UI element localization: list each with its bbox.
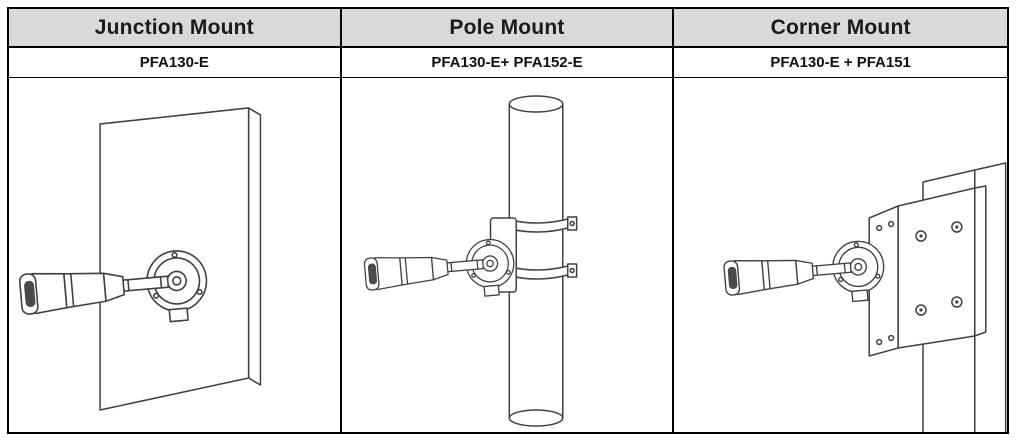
pole bbox=[508, 95, 564, 427]
column-header-pole: Pole Mount bbox=[341, 9, 673, 48]
mount-column-corner: Corner Mount PFA130-E + PFA151 bbox=[674, 9, 1007, 432]
mount-column-pole: Pole Mount PFA130-E+ PFA152-E bbox=[341, 9, 675, 432]
corner-bracket bbox=[868, 185, 987, 357]
product-code-junction: PFA130-E bbox=[9, 48, 340, 78]
bullet-camera-with-junction-box bbox=[362, 236, 517, 308]
product-code-corner: PFA130-E + PFA151 bbox=[674, 48, 1007, 78]
bullet-camera-with-junction-box bbox=[722, 238, 888, 314]
column-header-corner: Corner Mount bbox=[674, 9, 1007, 48]
corner-mount-diagram bbox=[722, 162, 1007, 432]
mount-column-junction: Junction Mount PFA130-E bbox=[9, 9, 342, 432]
pole-mount-illustration bbox=[341, 78, 673, 432]
mount-options-table: Junction Mount PFA130-E Pole bbox=[7, 7, 1009, 434]
corner-mount-illustration bbox=[674, 78, 1007, 432]
junction-mount-diagram bbox=[17, 107, 262, 411]
product-code-pole: PFA130-E+ PFA152-E bbox=[341, 48, 673, 78]
column-header-junction: Junction Mount bbox=[9, 9, 340, 48]
junction-mount-illustration bbox=[9, 78, 340, 432]
pole-mount-diagram bbox=[362, 95, 578, 427]
